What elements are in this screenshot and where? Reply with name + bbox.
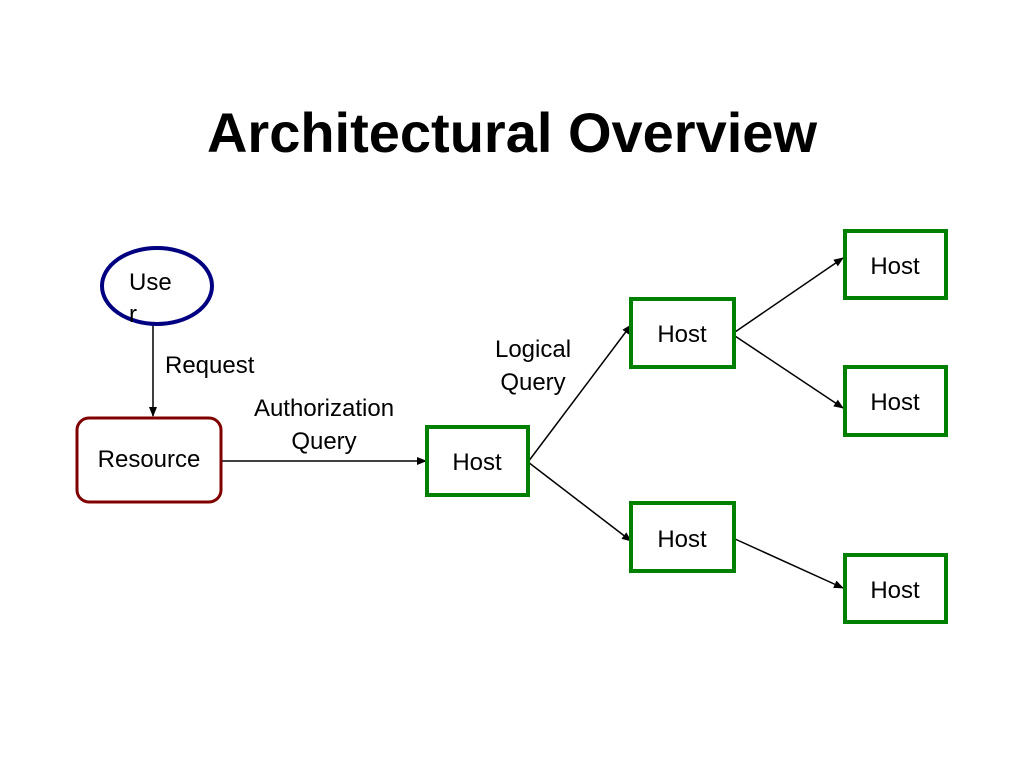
host-label: Host (657, 526, 707, 553)
host-node-right-3: Host (843, 553, 948, 624)
user-label-line1: Use (129, 269, 172, 296)
host-label: Host (452, 449, 502, 476)
host-node-right-1: Host (843, 229, 948, 300)
host-box (629, 297, 736, 369)
edge-mid-top-to-right-1 (734, 257, 844, 333)
host-box (425, 425, 530, 497)
edge-mid-bottom-to-right-3 (734, 538, 844, 589)
edge-mid-top-to-right-2 (734, 335, 844, 409)
edge-label-logical-query-line1: Logical (495, 336, 571, 363)
host-node-right-2: Host (843, 365, 948, 437)
slide-title: Architectural Overview (206, 101, 818, 164)
resource-label: Resource (98, 446, 201, 473)
edge-host-to-mid-top (527, 324, 632, 463)
user-label-line2: r (129, 301, 137, 328)
host-box (843, 365, 948, 437)
edge-label-authorization-query-line2: Query (291, 428, 356, 455)
host-label: Host (870, 577, 920, 604)
host-node-main: Host (425, 425, 530, 497)
host-box (843, 553, 948, 624)
resource-node: Resource (75, 416, 223, 504)
user-node: Use r (100, 246, 214, 328)
host-label: Host (657, 321, 707, 348)
resource-box (75, 416, 223, 504)
edges (149, 257, 844, 589)
edge-label-authorization-query-line1: Authorization (254, 395, 394, 422)
host-box (629, 501, 736, 573)
user-ellipse (100, 246, 214, 326)
host-node-mid-bottom: Host (629, 501, 736, 573)
host-box (843, 229, 948, 300)
host-label: Host (870, 253, 920, 280)
edge-label-logical-query-line2: Query (500, 369, 565, 396)
host-label: Host (870, 389, 920, 416)
host-node-mid-top: Host (629, 297, 736, 369)
edge-label-request: Request (165, 352, 255, 379)
edge-host-to-mid-bottom (527, 461, 632, 542)
